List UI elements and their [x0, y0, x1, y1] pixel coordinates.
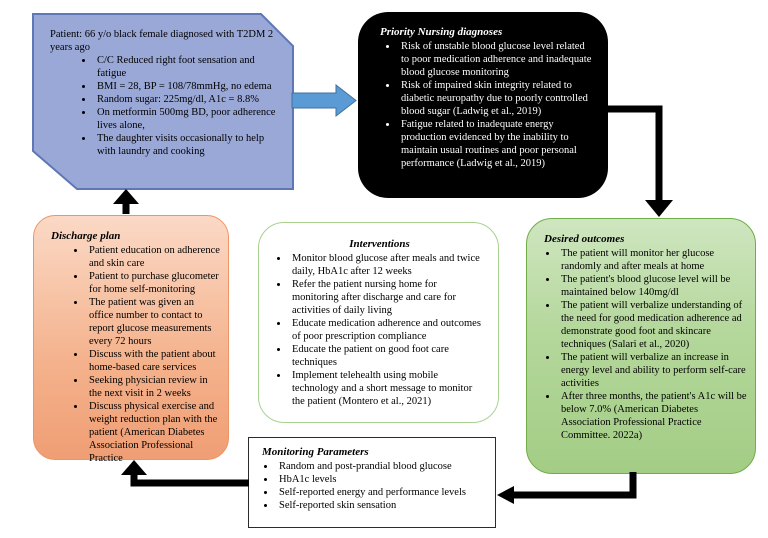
priority-diagnoses-box: Priority Nursing diagnoses Risk of unsta…: [358, 12, 608, 198]
bullet-item: Monitor blood glucose after meals and tw…: [289, 252, 486, 278]
monitoring-parameters-box: Monitoring Parameters Random and post-pr…: [248, 437, 496, 528]
bullet-item: Risk of unstable blood glucose level rel…: [398, 40, 594, 79]
bullet-item: Patient education on adherence and skin …: [86, 244, 220, 270]
bullet-item: On metformin 500mg BD, poor adherence li…: [94, 106, 280, 132]
desired-outcomes-title: Desired outcomes: [544, 233, 625, 245]
arrowhead-outcomes-to-monitoring: [497, 486, 514, 504]
patient-box-shape: [32, 13, 294, 190]
arrow-outcomes-to-monitoring: [512, 472, 637, 499]
bullet-item: Fatigue related to inadequate energy pro…: [398, 118, 594, 170]
patient-intro-text: Patient: 66 y/o black female diagnosed w…: [50, 29, 274, 53]
bullet-item: Educate medication adherence and outcome…: [289, 317, 486, 343]
bullet-item: Self-reported skin sensation: [276, 499, 489, 512]
bullet-item: The patient's blood glucose level will b…: [558, 273, 747, 299]
bullet-item: Implement telehealth using mobile techno…: [289, 369, 486, 408]
bullet-item: The patient will verbalize an increase i…: [558, 351, 747, 390]
arrow-monitoring-to-discharge: [130, 474, 249, 487]
bullet-item: Random and post-prandial blood glucose: [276, 460, 489, 473]
bullet-item: After three months, the patient's A1c wi…: [558, 390, 747, 442]
monitoring-parameters-title: Monitoring Parameters: [262, 446, 369, 458]
interventions-box: Interventions Monitor blood glucose afte…: [258, 222, 499, 423]
desired-outcomes-box: Desired outcomes The patient will monito…: [526, 218, 756, 474]
priority-diagnoses-bullet-list: Risk of unstable blood glucose level rel…: [380, 40, 594, 170]
bullet-item: Patient to purchase glucometer for home …: [86, 270, 220, 296]
bullet-item: The patient will verbalize understanding…: [558, 299, 747, 351]
bullet-item: The patient was given an office number t…: [86, 296, 220, 348]
bullet-item: The daughter visits occasionally to help…: [94, 132, 280, 158]
bullet-item: BMI = 28, BP = 108/78mmHg, no edema: [94, 80, 280, 93]
interventions-title: Interventions: [349, 238, 410, 250]
bullet-item: Refer the patient nursing home for monit…: [289, 278, 486, 317]
interventions-bullet-list: Monitor blood glucose after meals and tw…: [273, 252, 486, 408]
discharge-plan-title: Discharge plan: [51, 230, 121, 242]
bullet-item: C/C Reduced right foot sensation and fat…: [94, 54, 280, 80]
discharge-plan-bullet-list: Patient education on adherence and skin …: [51, 244, 220, 465]
patient-summary-box: Patient: 66 y/o black female diagnosed w…: [32, 13, 294, 190]
bullet-item: Random sugar: 225mg/dl, A1c = 8.8%: [94, 93, 280, 106]
bullet-item: Discuss with the patient about home-base…: [86, 348, 220, 374]
discharge-plan-box: Discharge plan Patient education on adhe…: [33, 215, 229, 464]
patient-bullet-list: C/C Reduced right foot sensation and fat…: [50, 54, 280, 158]
bullet-item: Educate the patient on good foot care te…: [289, 343, 486, 369]
arrow-patient-to-diagnoses: [291, 83, 357, 118]
bullet-item: The patient will monitor her glucose ran…: [558, 247, 747, 273]
arrowhead-diagnoses-to-outcomes: [645, 200, 673, 217]
priority-diagnoses-title: Priority Nursing diagnoses: [380, 26, 503, 38]
bullet-item: Discuss physical exercise and weight red…: [86, 400, 220, 465]
bullet-item: HbA1c levels: [276, 473, 489, 486]
monitoring-parameters-bullet-list: Random and post-prandial blood glucoseHb…: [262, 460, 489, 512]
arrowhead-discharge-to-patient: [113, 189, 139, 204]
bullet-item: Risk of impaired skin integrity related …: [398, 79, 594, 118]
arrow-diagnoses-to-outcomes: [606, 105, 663, 201]
bullet-item: Seeking physician review in the next vis…: [86, 374, 220, 400]
desired-outcomes-bullet-list: The patient will monitor her glucose ran…: [544, 247, 747, 442]
bullet-item: Self-reported energy and performance lev…: [276, 486, 489, 499]
